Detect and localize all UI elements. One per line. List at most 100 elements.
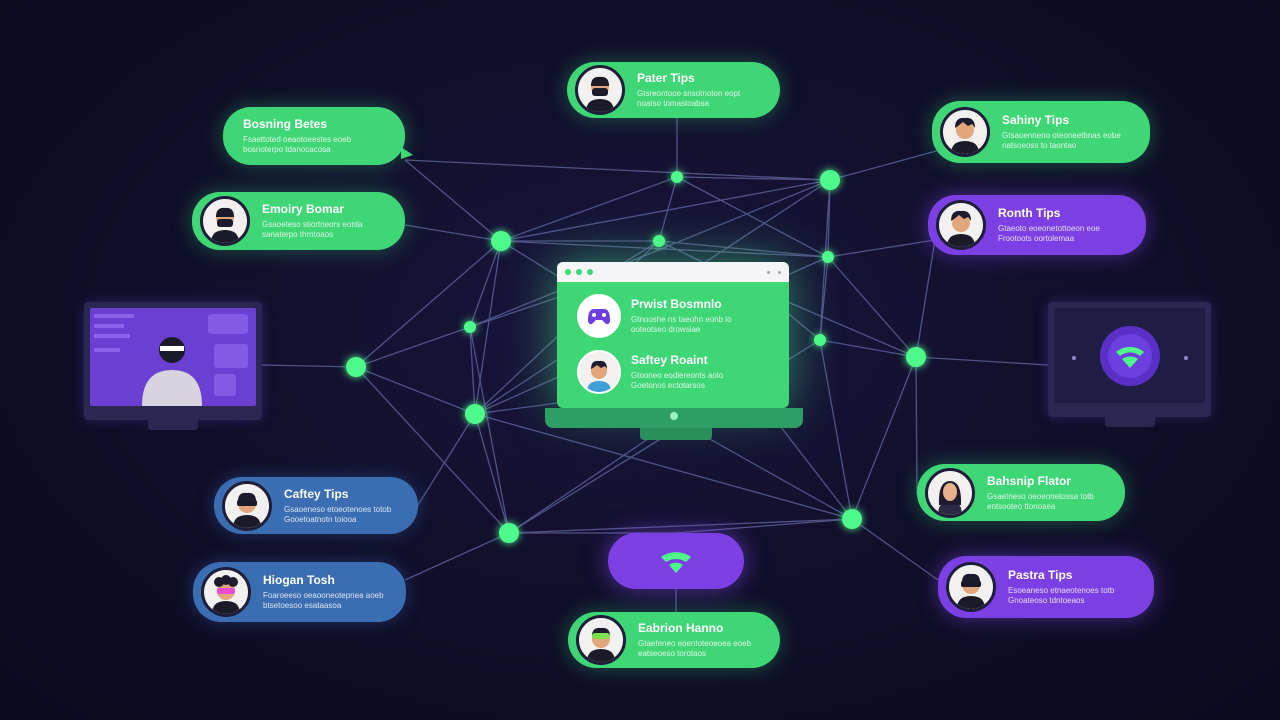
network-link xyxy=(474,413,510,534)
wifi-pill-button[interactable] xyxy=(608,533,744,589)
monitor-stand xyxy=(148,420,198,430)
left-monitor-screen xyxy=(90,308,256,406)
network-link xyxy=(404,159,831,181)
avatar-visor-icon xyxy=(222,480,272,531)
network-link xyxy=(827,256,917,358)
network-link xyxy=(851,518,939,581)
avatar-guy-icon xyxy=(936,200,986,250)
network-link xyxy=(508,518,853,534)
network-link xyxy=(676,176,829,258)
gamepad-icon xyxy=(577,294,621,338)
central-laptop-window[interactable]: Prwist Bosmnlo Gtnooshe ns taeohn eonb l… xyxy=(557,262,789,408)
card-title: Pater Tips xyxy=(637,71,695,85)
network-link xyxy=(500,240,829,258)
network-link xyxy=(355,366,510,534)
network-node xyxy=(820,170,840,190)
avatar-guy-icon xyxy=(940,107,990,157)
window-dot xyxy=(565,269,571,275)
card-title: Caftey Tips xyxy=(284,486,349,501)
network-link xyxy=(404,532,510,581)
card-body: Gtsaoenneno oteoneetbnas eobe natsoeoss … xyxy=(1002,131,1121,150)
card-bosning-betes[interactable]: Bosning Betes Fsaettoted oeaotoeestes eo… xyxy=(223,107,413,165)
window-control[interactable] xyxy=(767,270,770,274)
avatar-curly-icon xyxy=(201,567,251,617)
card-hiogan-tosh[interactable]: Hiogan Tosh Foaroeeso oeaooneotepnea aoe… xyxy=(193,562,406,622)
network-link xyxy=(500,176,678,242)
card-body: Foaroeeso oeaooneotepnea aoeb btsetoesoo… xyxy=(263,591,384,610)
center-row-title: Saftey Roaint xyxy=(631,353,708,367)
center-row[interactable]: Prwist Bosmnlo Gtnooshe ns taeohn eonb l… xyxy=(557,282,789,338)
card-eabrion-hanno[interactable]: Eabrion Hanno Gtaeteneo eoentoteoeoea eo… xyxy=(568,612,780,668)
network-link xyxy=(261,364,357,368)
network-link xyxy=(474,413,853,520)
network-link xyxy=(819,339,917,358)
network-link xyxy=(355,326,471,368)
network-node xyxy=(464,321,476,333)
network-link xyxy=(675,518,853,534)
card-title: Sahiny Tips xyxy=(1002,113,1070,127)
network-link xyxy=(676,176,831,181)
avatar-masked-icon xyxy=(200,196,250,246)
card-body: Esoeaneso etnaeotenoes totb Gnoateoso td… xyxy=(1008,586,1115,605)
card-title: Emoiry Bomar xyxy=(262,202,345,216)
card-sahiny-tips[interactable]: Sahiny Tips Gtsaoenneno oteoneetbnas eob… xyxy=(932,101,1150,163)
card-body: Gsaoeteso stiortneors eonta sanaterpo th… xyxy=(262,220,363,239)
card-caftey-tips[interactable]: Caftey Tips Gsaoeneso etoeotenoes totob … xyxy=(214,477,418,534)
network-link xyxy=(915,356,1049,366)
avatar-goggles-icon xyxy=(576,615,626,665)
monitor-stand xyxy=(1104,417,1155,427)
avatar-visor-icon xyxy=(946,562,996,612)
network-link xyxy=(819,256,829,341)
network-link xyxy=(500,179,831,242)
card-body: Gtsreontooe snsotnoton eopt noatso tnmas… xyxy=(637,89,741,108)
network-link xyxy=(417,413,476,506)
avatar-woman-icon xyxy=(925,467,975,518)
card-pater-tips[interactable]: Pater Tips Gtsreontooe snsotnoton eopt n… xyxy=(567,62,780,118)
network-node xyxy=(842,509,862,529)
card-bahsnip-flator[interactable]: Bahsnip Flator Gsaetneso oeoeonetossa to… xyxy=(917,464,1125,521)
wifi-icon xyxy=(1072,326,1188,386)
network-node xyxy=(346,357,366,377)
wifi-icon xyxy=(661,552,691,573)
window-dot xyxy=(587,269,593,275)
network-link xyxy=(658,176,678,242)
card-emoiry-bomar[interactable]: Emoiry Bomar Gsaoeteso stiortneors eonta… xyxy=(192,192,405,250)
speech-tail xyxy=(401,147,413,159)
network-node xyxy=(465,404,485,424)
card-title: Hiogan Tosh xyxy=(263,573,335,587)
network-link xyxy=(469,179,831,328)
card-title: Eabrion Hanno xyxy=(638,621,724,635)
center-row-body: Gtnooshe ns taeohn eonb lo ooteotseo dro… xyxy=(631,315,732,334)
card-title: Ronth Tips xyxy=(998,206,1061,220)
network-link xyxy=(469,326,510,534)
card-ronth-tips[interactable]: Ronth Tips Gtaeoto eoeonetottoeon eoe Fr… xyxy=(928,195,1146,255)
network-link xyxy=(469,240,502,328)
network-node xyxy=(822,251,834,263)
network-link xyxy=(851,356,917,520)
laptop-stand xyxy=(640,428,712,440)
avatar-masked-icon xyxy=(575,65,625,115)
network-link xyxy=(915,356,918,496)
network-node xyxy=(653,235,665,247)
card-body: Gtaeteneo eoentoteoeoea eoeb eatseoeso t… xyxy=(638,639,751,658)
right-monitor-screen xyxy=(1054,308,1205,403)
network-link xyxy=(474,240,502,415)
center-row[interactable]: Saftey Roaint Gtooneo eodlereonts aolo G… xyxy=(557,338,789,394)
network-node xyxy=(814,334,826,346)
network-node xyxy=(671,171,683,183)
network-link xyxy=(658,240,829,258)
network-node xyxy=(499,523,519,543)
card-body: Gsaoeneso etoeotenoes totob Gooetoatnotn… xyxy=(284,504,392,524)
avatar-guy-icon xyxy=(577,350,621,394)
card-pastra-tips[interactable]: Pastra Tips Esoeaneso etnaeotenoes totb … xyxy=(938,556,1154,618)
network-link xyxy=(829,149,941,181)
network-link xyxy=(915,239,936,358)
window-control[interactable] xyxy=(778,270,781,274)
card-title: Bosning Betes xyxy=(243,117,328,131)
center-row-body: Gtooneo eodlereonts aolo Goetonos ectota… xyxy=(631,371,724,390)
card-body: Fsaettoted oeaotoeestes eoeb bosnoterpo … xyxy=(243,135,352,154)
center-row-title: Prwist Bosmnlo xyxy=(631,297,722,311)
left-monitor xyxy=(84,302,262,430)
window-dot xyxy=(576,269,582,275)
network-link xyxy=(469,326,476,415)
